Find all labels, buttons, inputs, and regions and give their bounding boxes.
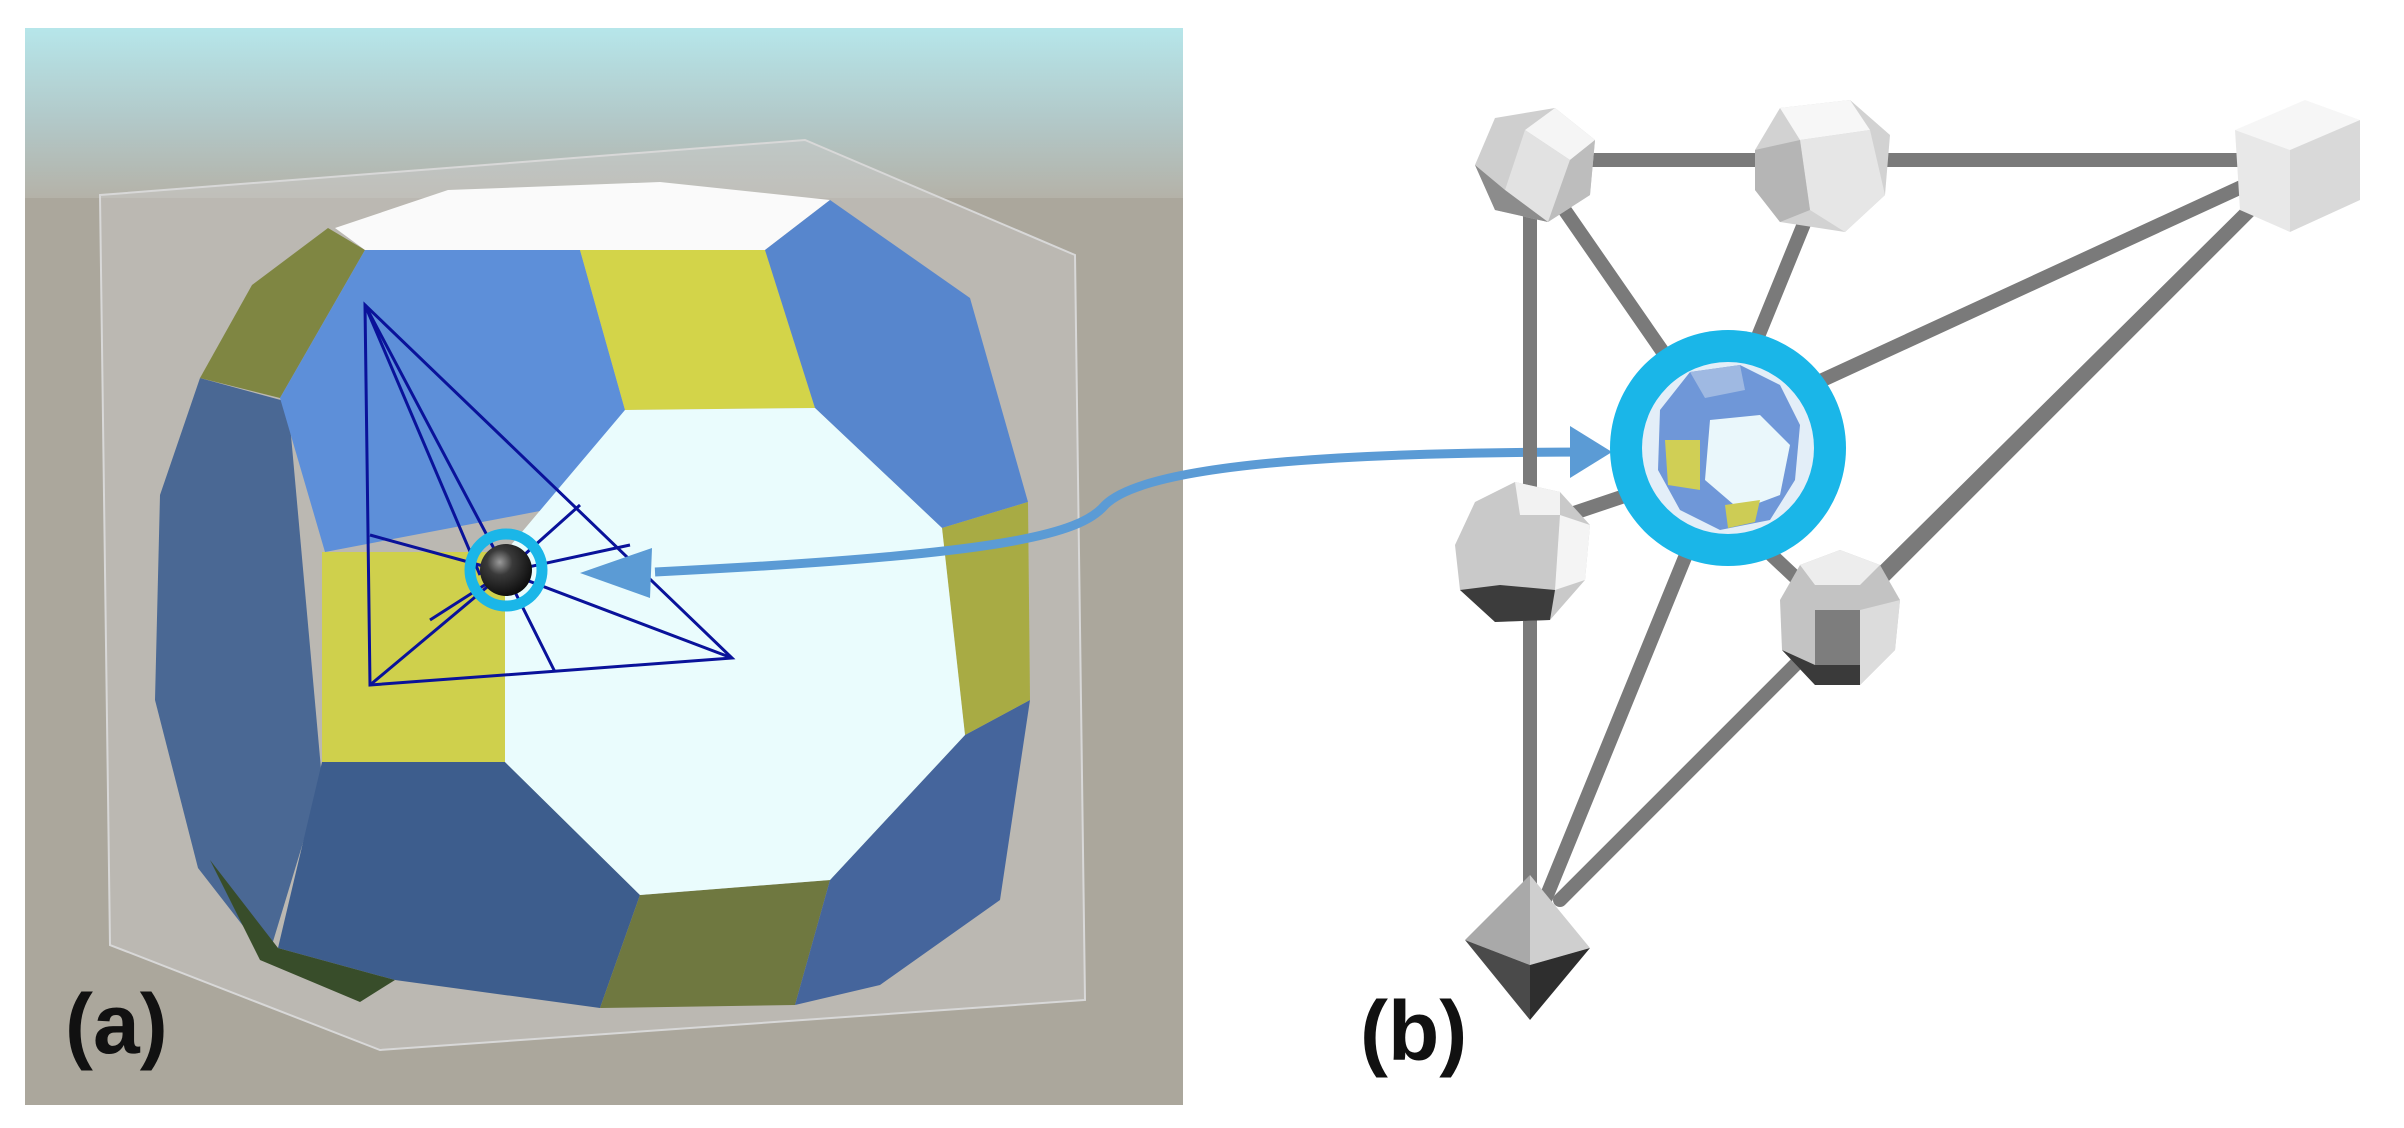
node-face (2235, 130, 2290, 232)
panel-label-b: (b) (1360, 984, 1467, 1078)
arrow-path (654, 447, 1599, 577)
node-bottom-octahedron (1465, 875, 1590, 1020)
face-top-white (335, 182, 830, 250)
triangle-line (363, 304, 510, 576)
face-front-white (505, 408, 965, 895)
node-face (2235, 100, 2360, 150)
node-face (1860, 600, 1900, 685)
node-face (1555, 515, 1590, 590)
panel-a: (a) (25, 28, 1183, 1105)
panel-b: (b) (1360, 100, 2360, 1078)
face-bottom-shadow (210, 860, 395, 1002)
face-upper-right-blue (765, 200, 1028, 528)
node-face (1530, 875, 1590, 965)
panel-label-a: (a) (65, 977, 168, 1071)
face-top-yellow (580, 250, 815, 410)
node-face (1515, 482, 1560, 515)
face-left-dark (155, 378, 322, 958)
node-face (1548, 140, 1595, 222)
node-face (1800, 550, 1880, 585)
node-face (1465, 940, 1530, 1020)
node-face (1460, 585, 1555, 622)
node-face (1465, 875, 1530, 965)
sky-band (25, 28, 1183, 198)
black-sphere-icon (480, 544, 532, 596)
node-middle-right (1780, 550, 1900, 685)
node-face (2290, 120, 2360, 232)
node-face (1782, 650, 1860, 685)
graph-edge (1783, 153, 2307, 402)
node-face (1725, 500, 1760, 528)
face-bottom-olive (600, 880, 830, 1008)
arrow-head-left (580, 548, 652, 598)
node-middle-left (1455, 482, 1590, 622)
graph-edges (1523, 153, 2307, 942)
graph-edge (1553, 153, 2307, 907)
graph-edge (1538, 521, 1704, 907)
triangle-outline (363, 301, 736, 687)
triangle-line (363, 304, 482, 576)
node-face (1780, 100, 1870, 140)
node-face (1530, 948, 1590, 1020)
node-face (1505, 130, 1570, 222)
node-top-right-cube (2235, 100, 2360, 232)
polyhedron (155, 182, 1030, 1008)
probe-point (464, 528, 548, 612)
face-top-left-olive (200, 228, 365, 398)
face-bottom-left (278, 762, 640, 1008)
node-face (1525, 108, 1595, 160)
probe-ring (464, 528, 548, 612)
node-top-center (1755, 100, 1890, 232)
barycentric-triangle (363, 301, 736, 687)
highlighted-node (1610, 330, 1846, 566)
arrow-head-right (1570, 426, 1612, 478)
node-face (1690, 365, 1745, 398)
node-face (1705, 415, 1790, 510)
node-face (1800, 130, 1885, 232)
node-face (1475, 165, 1548, 222)
node-top-left (1475, 108, 1595, 222)
face-bottom-right (795, 700, 1030, 1005)
face-right-yellow (942, 502, 1030, 735)
node-face (1665, 440, 1700, 490)
curved-arrow-icon (580, 426, 1612, 598)
node-face (1755, 140, 1810, 222)
